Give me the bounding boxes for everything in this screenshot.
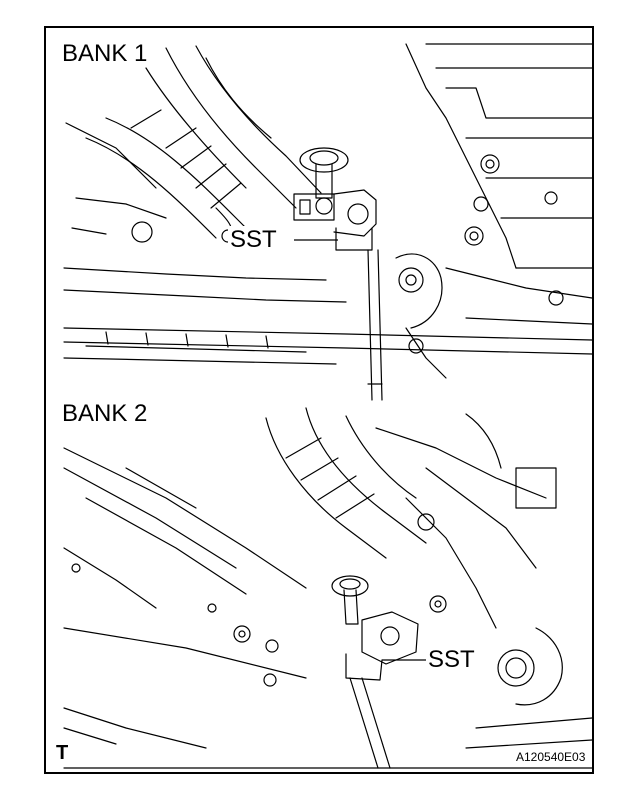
figure-frame: BANK 1 BANK 2 SST SST T A120540E03 [44,26,594,774]
bank2-label: BANK 2 [62,400,148,427]
engine-illustration [63,43,592,769]
figure-code: A120540E03 [516,750,586,764]
bank1-label: BANK 1 [62,40,148,67]
bank2-panel [63,407,592,769]
sst-tool-top [293,189,383,401]
bank1-panel [63,43,592,401]
sst-label-top: SST [228,226,279,254]
corner-mark: T [56,742,69,764]
sst-label-bottom: SST [426,646,477,674]
sst-tool-bottom [345,611,419,769]
